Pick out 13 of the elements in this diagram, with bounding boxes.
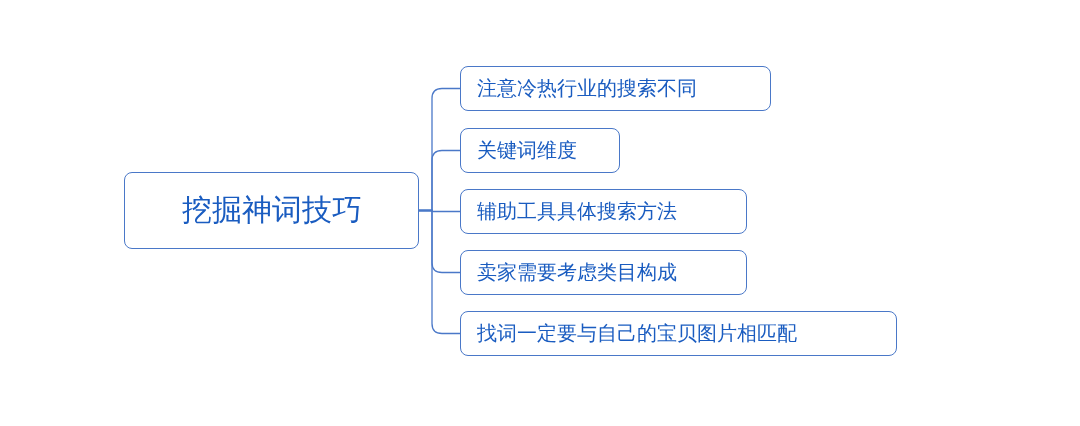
- connector-line: [418, 209, 461, 335]
- subtopic-text: 注意冷热行业的搜索不同: [477, 75, 697, 102]
- subtopic-text: 辅助工具具体搜索方法: [477, 198, 677, 225]
- subtopic-box: [460, 66, 771, 111]
- subtopic-box: [460, 128, 620, 173]
- topic-text: 挖掘神词技巧: [181, 191, 362, 229]
- subtopic-box: [460, 250, 747, 295]
- subtopic-text: 找词一定要与自己的宝贝图片相匹配: [477, 320, 797, 347]
- subtopic-box: [460, 311, 897, 356]
- subtopic-text: 关键词维度: [477, 137, 577, 164]
- subtopic-box: [460, 189, 747, 234]
- topic-box: [124, 172, 419, 249]
- subtopic-text: 卖家需要考虑类目构成: [477, 259, 677, 286]
